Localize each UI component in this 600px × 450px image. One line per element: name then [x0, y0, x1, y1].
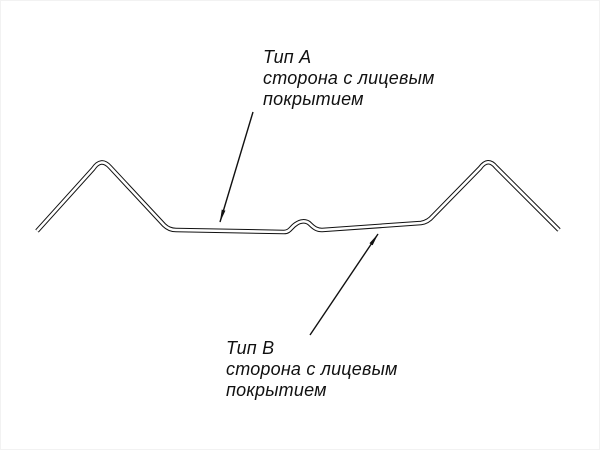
sheet-profile-core: [36, 160, 560, 234]
label-type-a: Тип А сторона с лицевым покрытием: [263, 47, 435, 110]
label-type-b: Тип В сторона с лицевым покрытием: [226, 338, 398, 401]
sheet-profile: [35, 159, 561, 235]
leader-line-top: [219, 111, 254, 223]
leader-line-bottom: [309, 233, 379, 336]
label-type-a-title: Тип А: [263, 47, 312, 67]
label-type-a-desc-2: покрытием: [263, 89, 364, 109]
label-type-b-desc-2: покрытием: [226, 380, 327, 400]
label-type-b-title: Тип В: [226, 338, 275, 358]
label-type-a-desc-1: сторона с лицевым: [263, 68, 435, 88]
label-type-b-desc-1: сторона с лицевым: [226, 359, 398, 379]
